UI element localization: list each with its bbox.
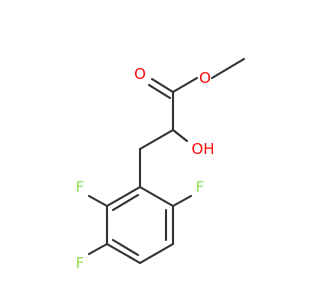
ring-bond-c1-c2 <box>105 185 142 208</box>
hydroxyl-label: OH <box>191 140 214 158</box>
bond-c-o-double-a <box>150 77 175 94</box>
bond-c3-f <box>87 242 109 256</box>
fluorine-c6-label: F <box>196 178 205 196</box>
fluorine-c2-label: F <box>76 178 85 196</box>
bond-c-o-double-b <box>147 83 172 100</box>
bond-o-carbonyl-c <box>171 76 199 94</box>
ring-bond-c3-c4 <box>105 242 142 265</box>
bond-c2-f <box>87 194 109 208</box>
ring-bond-c6-c1 <box>138 185 175 208</box>
structure-diagram: O O OH F F F <box>76 57 246 272</box>
fluorine-c3-label: F <box>76 254 85 272</box>
bond-alpha-oh <box>171 128 189 143</box>
carbonyl-oxygen-label: O <box>134 65 146 83</box>
bond-alpha-ch2 <box>138 128 175 151</box>
bond-c6-f <box>171 194 193 208</box>
ring-inner-c1-c2 <box>111 193 140 212</box>
ester-oxygen-label: O <box>199 69 211 87</box>
bond-methyl-o <box>210 57 246 80</box>
ring-inner-c3-c4 <box>111 238 140 257</box>
ring-bond-c4-c5 <box>138 242 175 265</box>
